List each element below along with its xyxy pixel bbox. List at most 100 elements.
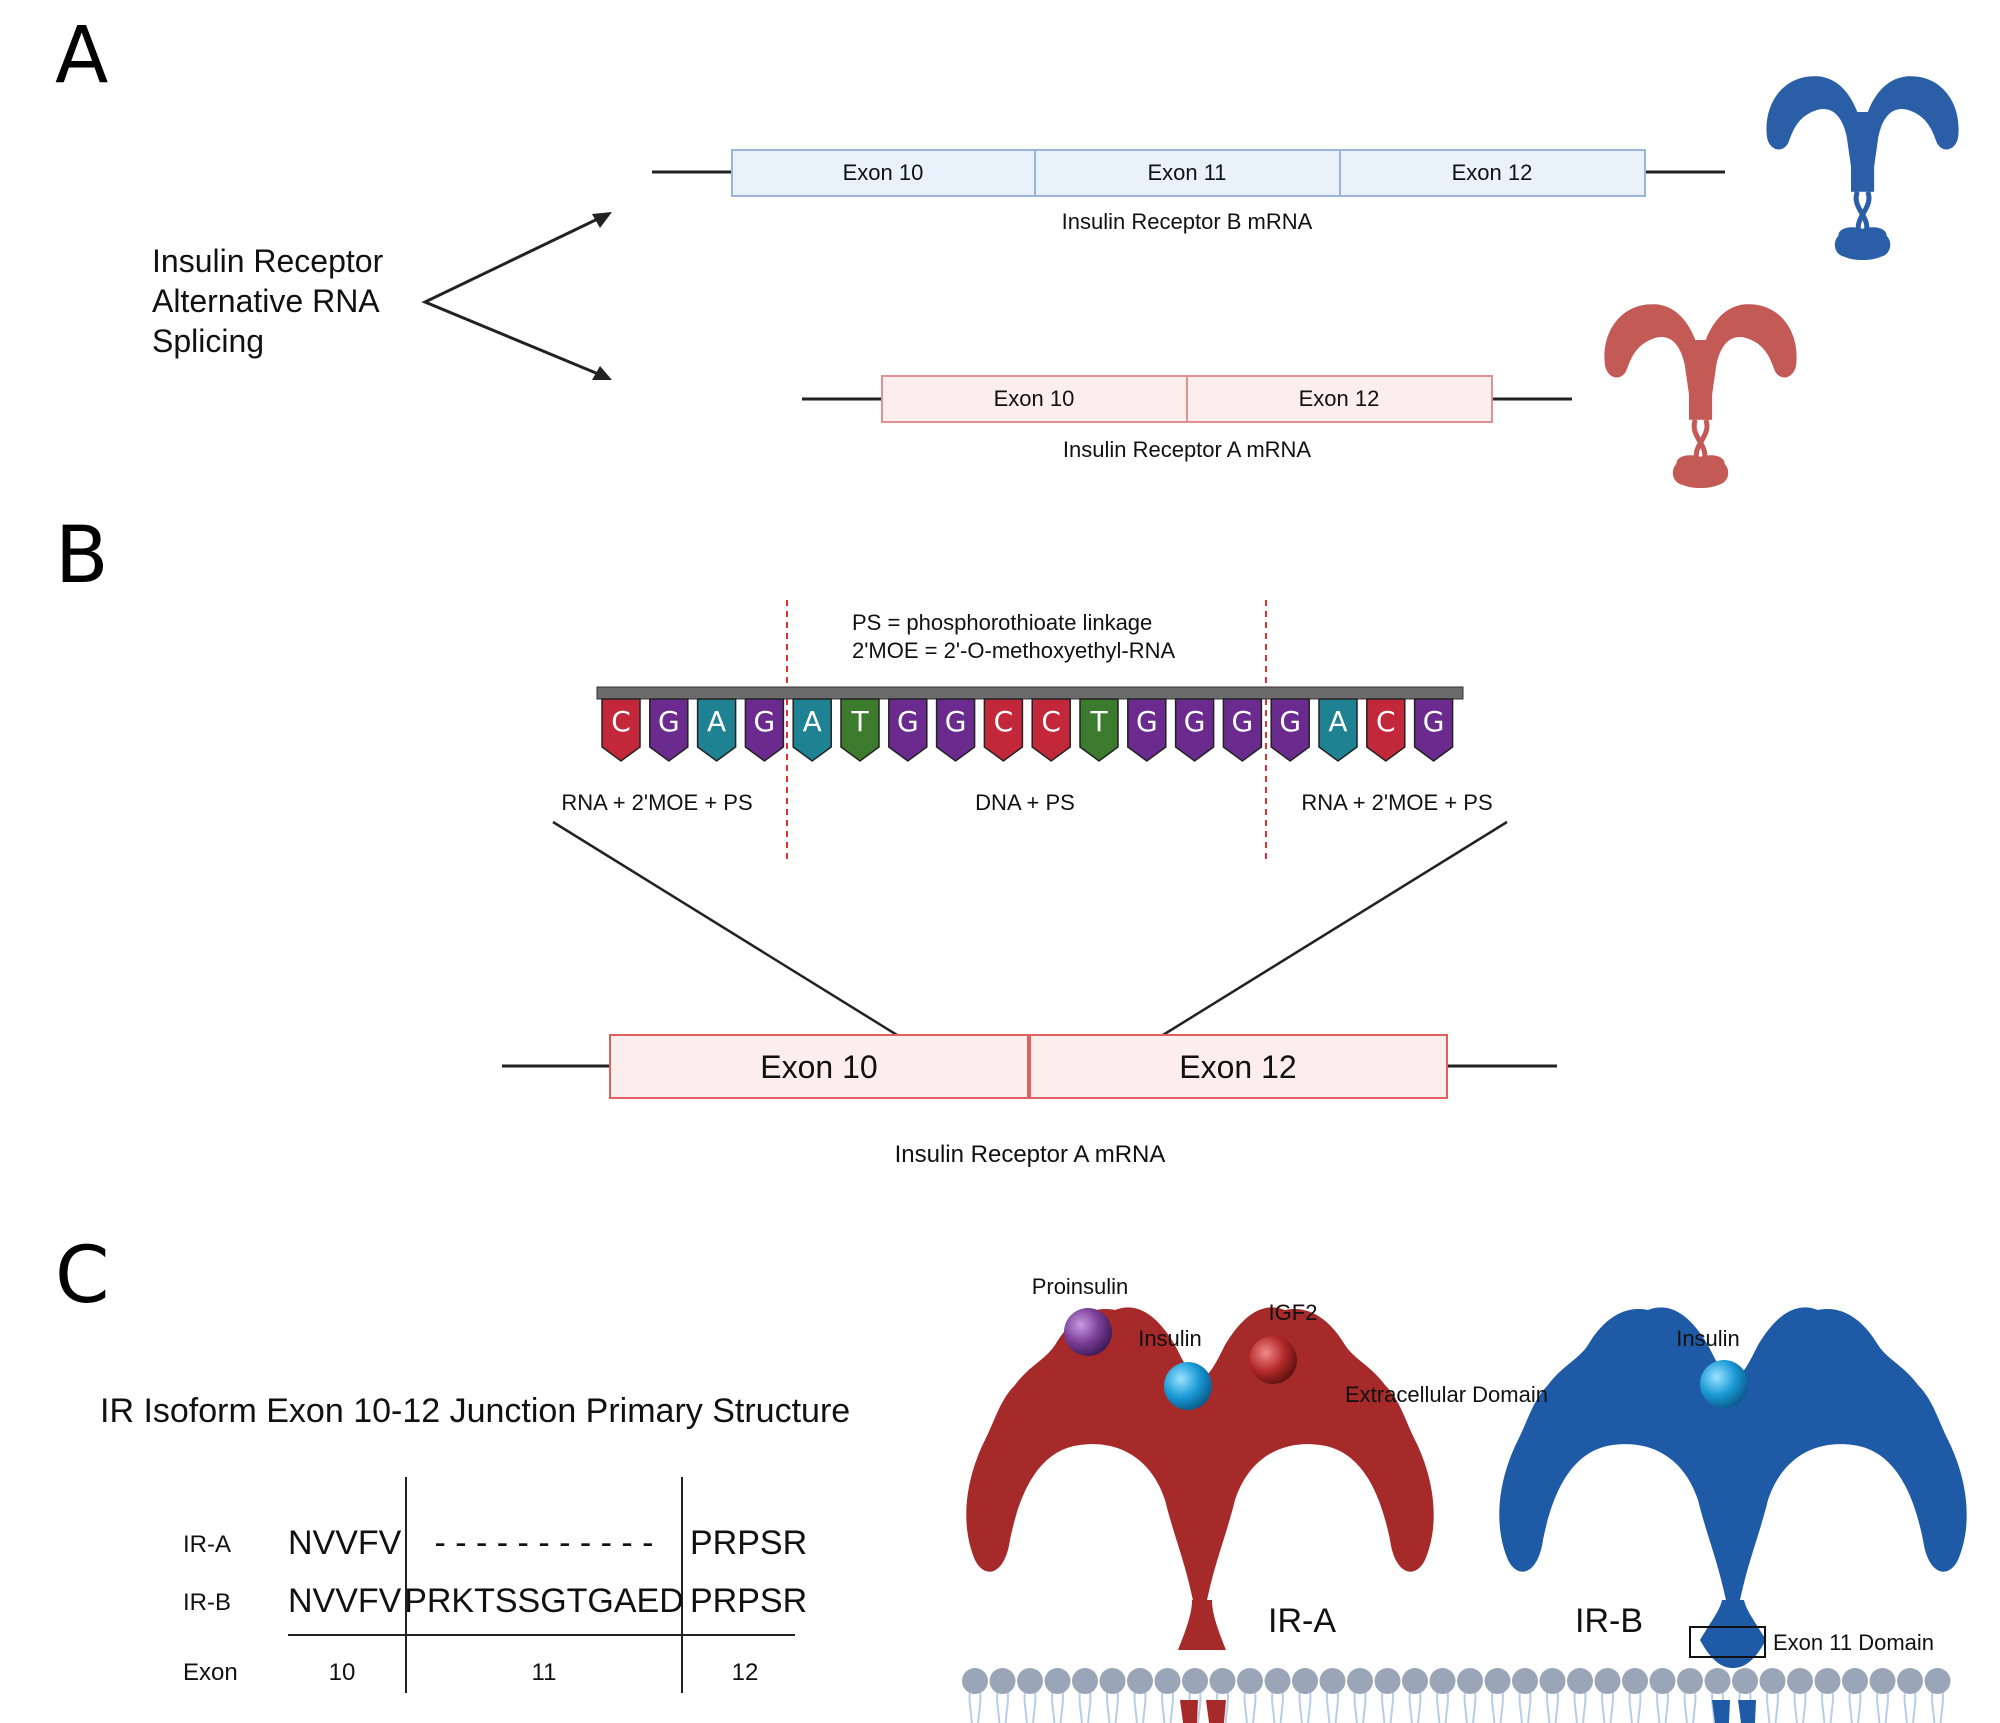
nucleotide-g: G xyxy=(1270,698,1310,762)
nucleotide-t: T xyxy=(840,698,880,762)
panel-b-exon12-label: Exon 12 xyxy=(1179,1049,1296,1085)
legend-moe: 2'MOE = 2'-O-methoxyethyl-RNA xyxy=(852,638,1176,663)
row-ir-b-name: IR-B xyxy=(183,1589,231,1616)
panel-b-exon10-label: Exon 10 xyxy=(760,1049,877,1085)
mrna-b-exon-box xyxy=(1034,149,1341,197)
region-label-middle: DNA + PS xyxy=(975,790,1075,815)
nucleotide-letter: A xyxy=(707,705,726,738)
nucleotide-letter: A xyxy=(803,705,822,738)
row-ir-b-exon11: PRKTSSGTGAED xyxy=(404,1582,684,1620)
row-ir-a-name: IR-A xyxy=(183,1531,231,1558)
mrna-b-panel: Exon 10 Exon 12 Insulin Receptor A mRNA xyxy=(502,1034,1557,1168)
nucleotide-letter: G xyxy=(1136,705,1158,738)
legend-ps: PS = phosphorothioate linkage xyxy=(852,610,1152,635)
splicing-label-line2: Alternative RNA xyxy=(152,283,380,319)
ir-b-label: IR-B xyxy=(1575,1602,1643,1640)
mrna-b-exon11-label: Exon 11 xyxy=(1147,160,1226,185)
exon-row-name: Exon xyxy=(183,1659,238,1686)
ir-a-label: IR-A xyxy=(1268,1602,1336,1640)
nucleotide-letter: C xyxy=(1041,705,1061,738)
nucleotide-letter: G xyxy=(945,705,967,738)
primary-structure-table: IR-A NVVFV - - - - - - - - - - - PRPSR I… xyxy=(183,1477,807,1693)
nucleotide-g: G xyxy=(744,698,785,762)
region-label-left: RNA + 2'MOE + PS xyxy=(561,790,752,815)
lipid xyxy=(1347,1668,1373,1723)
nucleotide-a: A xyxy=(792,698,832,762)
panel-b-label: B xyxy=(55,511,109,601)
lipid xyxy=(1594,1668,1621,1723)
receptor-a-icon xyxy=(1604,304,1797,489)
nucleotide-letter: T xyxy=(1089,705,1108,738)
nucleotide-letter: G xyxy=(897,705,919,738)
lipid xyxy=(1622,1668,1648,1723)
receptor-ir-b xyxy=(1499,1307,1967,1723)
mrna-a-exon10-label: Exon 10 xyxy=(994,386,1075,411)
target-line-left xyxy=(552,820,898,1037)
lipid xyxy=(1897,1668,1923,1723)
nucleotide-g: G xyxy=(888,698,928,762)
lipid xyxy=(1539,1668,1566,1723)
lipid xyxy=(1924,1668,1951,1723)
lipid xyxy=(1072,1668,1098,1723)
lipid xyxy=(1842,1668,1868,1723)
row-ir-a-exon10: NVVFV xyxy=(288,1524,402,1562)
mrna-b-caption: Insulin Receptor B mRNA xyxy=(1062,209,1313,234)
lipid xyxy=(962,1668,988,1723)
mrna-b: Exon 10 Exon 11 Exon 12 Insulin Receptor… xyxy=(652,149,1725,234)
proinsulin-ball xyxy=(1064,1308,1112,1356)
arrow-head-up xyxy=(592,212,612,228)
lipid xyxy=(1319,1668,1346,1723)
lipid xyxy=(1264,1668,1291,1723)
mrna-a: Exon 10 Exon 12 Insulin Receptor A mRNA xyxy=(802,375,1572,462)
nucleotide-a: A xyxy=(1318,698,1358,762)
mrna-b-exon10-label: Exon 10 xyxy=(843,160,924,185)
panel-a-label: A xyxy=(55,11,108,101)
mrna-a-exon12-label: Exon 12 xyxy=(1299,386,1380,411)
nucleotide-letter: C xyxy=(994,705,1014,738)
nucleotide-g: G xyxy=(1222,698,1263,762)
nucleotide-g: G xyxy=(1174,698,1215,762)
nucleotide-g: G xyxy=(649,698,689,762)
nucleotide-letter: G xyxy=(1184,705,1206,738)
lipid xyxy=(1127,1668,1153,1723)
cell-membrane xyxy=(962,1668,1951,1723)
exon-row-10: 10 xyxy=(329,1659,356,1686)
nucleotide-g: G xyxy=(935,698,976,762)
extracellular-domain-label: Extracellular Domain xyxy=(1345,1382,1548,1407)
lipid xyxy=(1814,1668,1841,1723)
nucleotide-c: C xyxy=(601,698,641,762)
splicing-label-line1: Insulin Receptor xyxy=(152,243,384,279)
nucleotide-letter: G xyxy=(1423,705,1445,738)
lipid xyxy=(1567,1668,1593,1723)
lipid xyxy=(1759,1668,1786,1723)
lipid xyxy=(1677,1668,1703,1723)
table-title: IR Isoform Exon 10-12 Junction Primary S… xyxy=(100,1392,850,1430)
igf2-ball xyxy=(1249,1336,1297,1384)
mrna-a-caption: Insulin Receptor A mRNA xyxy=(1063,437,1312,462)
splicing-arrows xyxy=(421,212,609,380)
nucleotide-letter: C xyxy=(1376,705,1396,738)
igf2-label: IGF2 xyxy=(1269,1300,1318,1325)
nucleotide-c: C xyxy=(1031,698,1071,762)
lipid xyxy=(1457,1668,1483,1723)
lipid xyxy=(1017,1668,1043,1723)
nucleotide-g: G xyxy=(1127,698,1167,762)
mrna-b-exon-box xyxy=(731,149,1036,197)
mrna-b-exon-box xyxy=(1339,149,1646,197)
receptor-ir-a xyxy=(966,1307,1434,1723)
insulin-label-irb: Insulin xyxy=(1676,1326,1740,1351)
lipid xyxy=(1787,1668,1813,1723)
mrna-a-exon-box xyxy=(1186,375,1493,423)
row-ir-a-exon12: PRPSR xyxy=(690,1524,807,1562)
row-ir-b-exon10: NVVFV xyxy=(288,1582,402,1620)
region-label-right: RNA + 2'MOE + PS xyxy=(1301,790,1492,815)
lipid xyxy=(1154,1668,1181,1723)
exon-row-11: 11 xyxy=(532,1659,557,1686)
nucleotide-g: G xyxy=(1413,698,1454,762)
nucleotide-letter: G xyxy=(1232,705,1254,738)
lipid xyxy=(1429,1668,1456,1723)
lipid xyxy=(1292,1668,1318,1723)
insulin-ball-ira xyxy=(1164,1362,1212,1410)
